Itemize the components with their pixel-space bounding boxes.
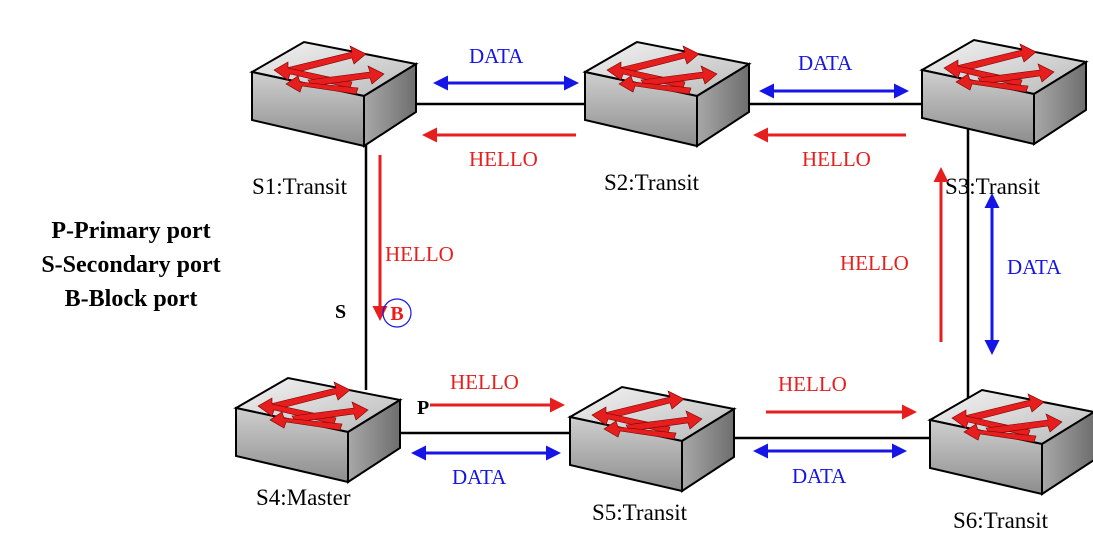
node-label-s2: S2:Transit [604, 170, 700, 195]
block-port-marker [382, 298, 412, 328]
block-port-label: B [390, 303, 403, 325]
legend: P-Primary port S-Secondary port B-Block … [41, 218, 220, 312]
legend-primary-port: P-Primary port [51, 218, 210, 244]
hello-labels: HELLO HELLO HELLO HELLO HELLO HELLO [385, 147, 909, 396]
switch-s5[interactable] [567, 385, 737, 493]
data-labels: DATA DATA DATA DATA DATA [452, 44, 1062, 489]
switch-side-face [681, 407, 735, 493]
switch-arrow-icon [269, 411, 343, 431]
switch-side-face [1033, 60, 1087, 146]
hello-label-s6-s3: HELLO [840, 251, 909, 275]
primary-port-label: P [417, 397, 429, 419]
switch-arrow-icon [285, 75, 359, 95]
switch-s2[interactable] [582, 40, 752, 148]
switch-s1[interactable] [249, 40, 419, 148]
switch-side-face [1041, 411, 1093, 496]
legend-secondary-port: S-Secondary port [41, 252, 220, 278]
secondary-port-label: S [335, 301, 346, 323]
hello-label-s2-s1: HELLO [469, 147, 538, 171]
switch-s4[interactable] [233, 376, 403, 484]
node-label-s6: S6:Transit [953, 508, 1049, 533]
hello-label-s4-s5: HELLO [450, 370, 519, 394]
data-label-s4-s5: DATA [452, 465, 507, 489]
node-label-s1: S1:Transit [252, 174, 348, 199]
data-label-s5-s6: DATA [792, 464, 847, 488]
switch-arrow-icon [955, 73, 1029, 93]
data-label-s3-s6: DATA [1007, 255, 1062, 279]
hello-label-s3-s2: HELLO [802, 147, 871, 171]
hello-flows [372, 127, 949, 420]
switch-side-face [363, 62, 417, 148]
switch-side-face [347, 398, 401, 484]
hello-label-s1-s4: HELLO [385, 242, 454, 266]
data-flows [411, 75, 1000, 461]
switch-side-face [696, 62, 750, 148]
node-label-s5: S5:Transit [592, 500, 688, 525]
switch-arrow-icon [603, 420, 677, 440]
switch-arrow-icon [963, 423, 1037, 443]
hello-label-s5-s6: HELLO [778, 372, 847, 396]
switch-s3[interactable] [919, 38, 1089, 146]
data-label-s1-s2: DATA [469, 44, 524, 68]
data-label-s2-s3: DATA [798, 51, 853, 75]
node-label-s3: S3:Transit [945, 174, 1041, 199]
switch-arrow-icon [618, 75, 692, 95]
switch-s6[interactable] [927, 388, 1093, 496]
node-label-s4: S4:Master [256, 485, 351, 510]
legend-block-port: B-Block port [65, 286, 198, 312]
